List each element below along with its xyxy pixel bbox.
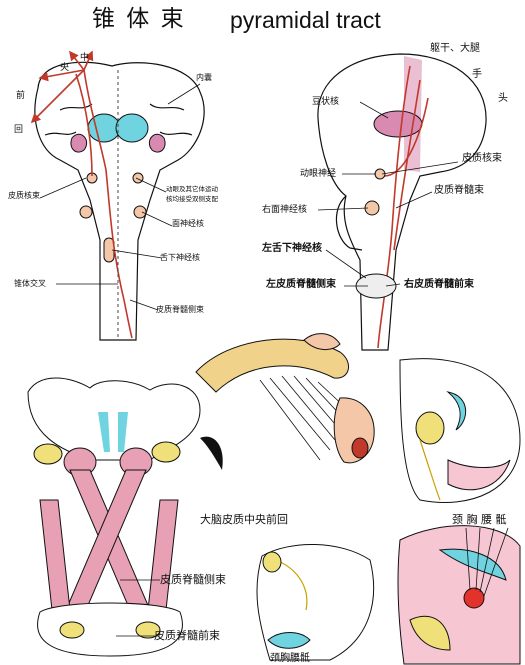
panel-f-yellow-bundle [275,559,308,611]
panel-d-section-outline [399,358,521,503]
panel-a-sulcus [149,103,185,111]
panel-d-cyan-region [446,391,466,431]
panel-a-red-tract [75,73,93,177]
panel-g-yellow-horn [409,615,451,651]
label-internal-capsule: 内囊 [196,73,212,82]
label-decussation: 锥体交叉 [14,279,46,288]
panel-d-pink-region [447,459,511,491]
label-left-lateral: 左皮质脊髓侧束 [266,279,336,290]
label-head: 头 [498,93,508,104]
label-pointers [39,83,459,637]
panel-c-hand [303,333,341,350]
panel-f-section-outline [256,543,375,661]
panel-b-tracts [377,65,429,349]
panel-e-cyan-wedge [118,412,128,452]
panel-e-cyan-wedge [98,412,110,452]
title-chinese: 锥 体 束 [92,6,186,32]
panel-e-yellow-horn [135,621,161,639]
label-lentiform: 豆状核 [312,97,340,107]
panel-a-red-tract [83,69,133,339]
label-e-anterior-cst: 皮质脊髓前束 [154,629,220,642]
panel-a-thalamus [87,113,121,143]
panel-a-basal-ganglia [148,133,166,153]
panel-a-red-tract [38,69,85,82]
panel-a-red-tract [83,50,94,71]
panel-e-yellow-horn [59,621,85,639]
label-hand: 手 [472,69,482,80]
label-trunk-thigh: 躯干、大腿 [430,43,480,54]
panel-a-red-tract [30,69,85,124]
panel-b-brain [317,53,487,351]
title-english: pyramidal tract [230,7,381,33]
panel-a-nucleus-marker [79,205,93,219]
panel-g-red-bundle [463,587,485,609]
panel-e-spinal-section [37,602,183,657]
panel-d-yellow-nucleus [415,411,445,445]
panel-a-red-tract [69,50,85,71]
label-forehead: 前 [16,91,26,101]
label-oculomotor-note-1: 动眼及其它体运动 [166,185,218,193]
label-facial-right: 右面神经核 [262,205,308,215]
label-center: 中 [80,53,90,63]
label-hypoglossal-nucleus: 舌下神经核 [160,253,200,262]
label-precentral-gyrus: 大脑皮质中央前回 [200,513,288,526]
label-right-anterior: 右皮质脊髓前束 [404,279,474,290]
panel-a-nucleus-marker [132,172,144,184]
panel-e-fiber [39,499,71,611]
panel-b-red-tract [383,97,429,177]
panel-a-sulcus [159,131,193,136]
panel-g-cyan-horn [438,548,507,581]
label-oculomotor: 动眼神经 [300,169,337,179]
panel-a-sulcus [44,131,77,136]
panel-f-cyan-region [267,632,311,649]
label-gyrus: 回 [14,125,24,135]
label-oculomotor-note-2: 核均接受双侧支配 [166,195,218,203]
panel-c-cortex-arc [195,338,349,393]
panel-b-pons [335,195,363,251]
panel-a-sulcus [59,103,93,111]
label-b-corticobulbar: 皮质核束 [462,153,502,164]
panel-f-yellow-nucleus [262,551,282,573]
panel-e-crossing-fibers [39,469,179,611]
panel-a-cerebrum-outline [34,61,205,341]
label-hypoglossal-left: 左舌下神经核 [262,243,322,254]
panel-e-fiber [147,499,179,611]
label-central: 央 [60,63,70,73]
panel-a-thalamus [115,113,149,143]
label-e-lateral-cst: 皮质脊髓侧束 [160,573,226,586]
panel-a-brain [34,61,205,341]
panel-a-basal-ganglia [70,133,88,153]
label-a-corticobulbar: 皮质核束 [8,191,40,200]
panel-e-yellow-nucleus [33,443,63,465]
panel-a-nucleus-marker [133,205,147,219]
panel-b-red-tract [377,65,411,349]
panel-b-red-tract [393,79,421,251]
label-corticospinal: 皮质脊髓束 [434,185,484,196]
label-f-levels: 颈胸腰骶 [270,653,310,664]
panel-d-yellow-bundle [419,439,441,501]
panel-c-ventricle [200,436,223,470]
panel-g-pointer-lines [465,527,509,597]
panel-c-mouth [351,437,369,459]
label-cord-levels: 颈 胸 腰 骶 [452,513,507,526]
label-a-lateral-cst: 皮质脊髓侧束 [156,305,204,314]
panel-a-tracts [30,50,133,339]
panel-e-yellow-nucleus [151,441,181,463]
label-facial-nucleus: 面神经核 [172,219,204,228]
panel-b-cerebrum-outline [317,53,487,351]
